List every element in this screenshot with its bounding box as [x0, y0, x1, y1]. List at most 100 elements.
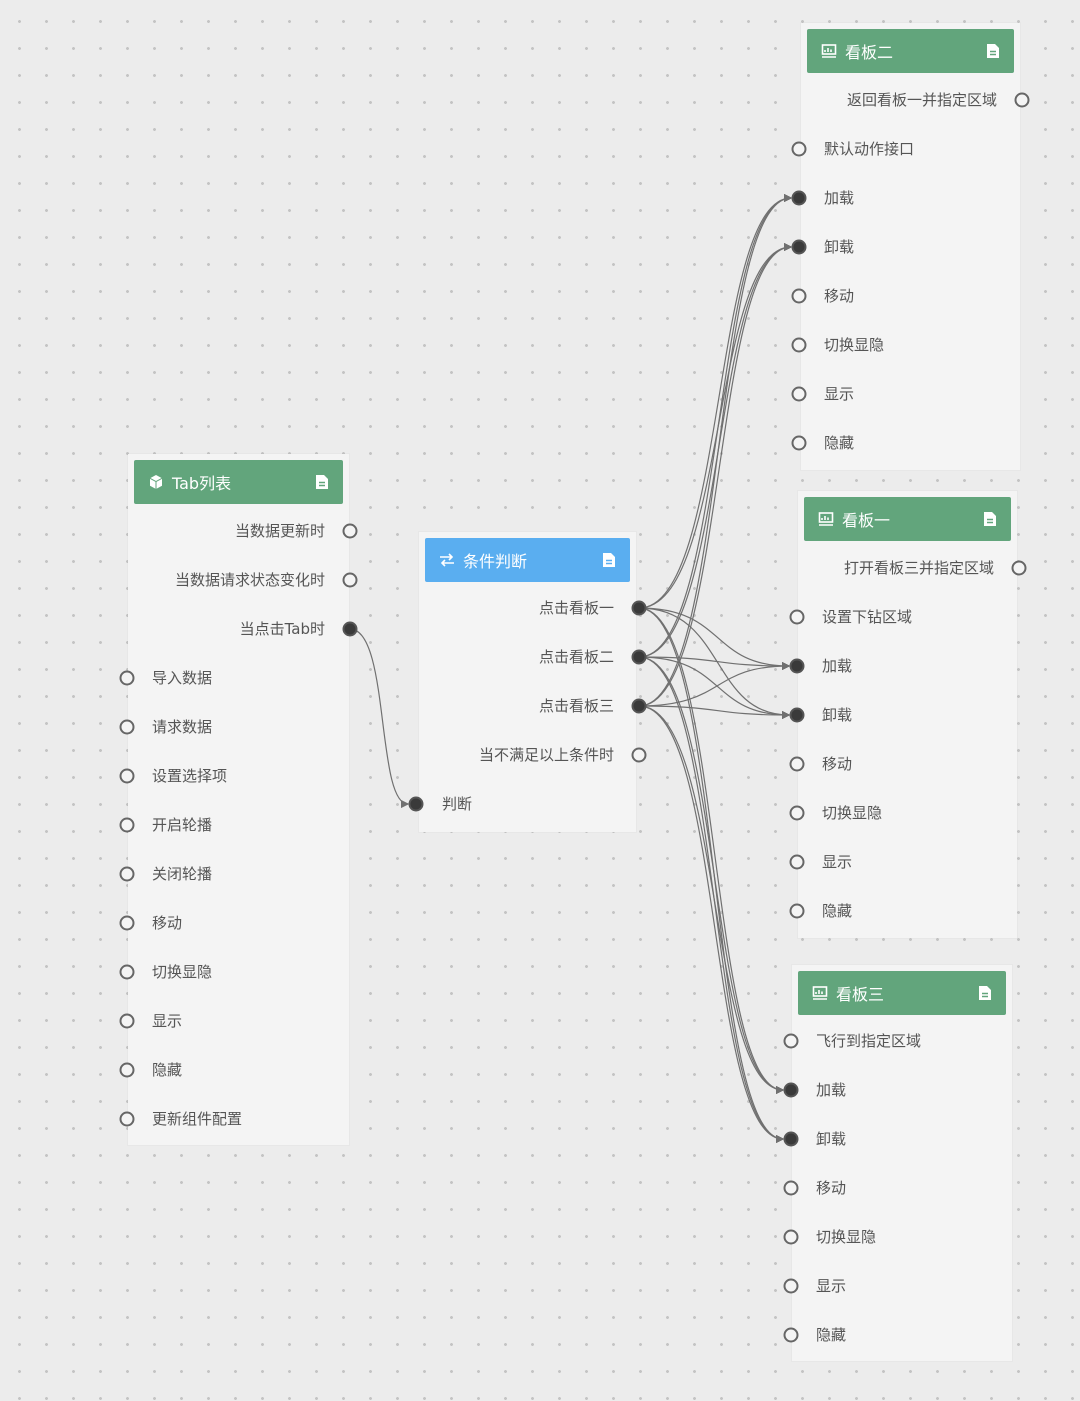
input-port[interactable] [119, 866, 135, 882]
condition-node[interactable]: 条件判断 [419, 532, 636, 832]
input-port[interactable] [783, 1033, 799, 1049]
input-port[interactable] [783, 1278, 799, 1294]
input-port[interactable] [408, 796, 424, 812]
board-two-node-header[interactable]: 看板二 [807, 29, 1014, 73]
output-port-label: 点击看板二 [538, 648, 614, 666]
document-icon[interactable] [983, 511, 997, 527]
input-port-label: 移动 [152, 914, 183, 932]
tab-list-node-header[interactable]: Tab列表 [134, 460, 343, 504]
board-one-node-header[interactable]: 看板一 [804, 497, 1011, 541]
input-port[interactable] [119, 1062, 135, 1078]
input-port-label: 卸载 [822, 706, 853, 724]
input-port-label: 显示 [152, 1012, 183, 1030]
input-port[interactable] [119, 964, 135, 980]
connection-wire[interactable] [638, 607, 791, 720]
output-port[interactable] [1011, 560, 1027, 576]
board-one-node[interactable]: 看板一 [798, 491, 1017, 938]
connection-wire[interactable] [638, 656, 791, 720]
input-port[interactable] [789, 903, 805, 919]
input-port-label: 切换显隐 [816, 1228, 877, 1246]
input-port[interactable] [119, 915, 135, 931]
input-port[interactable] [791, 141, 807, 157]
connection-wire[interactable] [638, 607, 785, 1144]
board-two-node[interactable]: 看板二 [801, 23, 1020, 470]
input-port[interactable] [119, 719, 135, 735]
input-port[interactable] [791, 337, 807, 353]
node-title: 看板三 [836, 985, 885, 1004]
input-port[interactable] [119, 768, 135, 784]
input-port[interactable] [791, 190, 807, 206]
output-port[interactable] [631, 747, 647, 763]
input-port[interactable] [791, 435, 807, 451]
input-port[interactable] [783, 1229, 799, 1245]
output-port[interactable] [342, 523, 358, 539]
document-icon[interactable] [978, 985, 992, 1001]
output-port-label: 当点击Tab时 [239, 620, 325, 638]
input-port[interactable] [789, 707, 805, 723]
tab-list-node[interactable]: Tab列表 [128, 454, 349, 1145]
input-port-label: 切换显隐 [822, 804, 883, 822]
input-port[interactable] [789, 854, 805, 870]
output-port[interactable] [342, 572, 358, 588]
board-three-node-header[interactable]: 看板三 [798, 971, 1006, 1015]
input-port[interactable] [791, 288, 807, 304]
connection-wire[interactable] [638, 656, 785, 1144]
input-port[interactable] [119, 1111, 135, 1127]
connection-wire[interactable] [638, 242, 793, 609]
output-port[interactable] [631, 649, 647, 665]
input-port[interactable] [783, 1327, 799, 1343]
input-port[interactable] [119, 1013, 135, 1029]
node-title: 看板一 [842, 511, 891, 530]
connection-wire[interactable] [638, 705, 785, 1095]
input-port-label: 切换显隐 [152, 963, 213, 981]
document-icon[interactable] [986, 43, 1000, 59]
input-port[interactable] [119, 670, 135, 686]
input-port[interactable] [789, 756, 805, 772]
connection-wire[interactable] [638, 705, 785, 1144]
input-port[interactable] [791, 239, 807, 255]
switch-icon [440, 553, 454, 567]
document-icon[interactable] [315, 474, 329, 490]
input-port-label: 默认动作接口 [824, 140, 915, 158]
connection-wire[interactable] [638, 193, 793, 609]
input-port[interactable] [789, 658, 805, 674]
output-port[interactable] [631, 698, 647, 714]
connection-wire[interactable] [638, 607, 791, 671]
connection-wire[interactable] [349, 628, 410, 809]
input-port-label: 设置下钻区域 [822, 608, 913, 626]
document-icon[interactable] [602, 552, 616, 568]
input-port[interactable] [791, 386, 807, 402]
board-three-node[interactable]: 看板三 [792, 965, 1012, 1361]
connection-wire[interactable] [638, 193, 793, 658]
node-title: 条件判断 [463, 552, 528, 571]
output-port[interactable] [631, 600, 647, 616]
connection-wire[interactable] [638, 193, 793, 707]
condition-node-header[interactable]: 条件判断 [425, 538, 630, 582]
input-port-label: 隐藏 [152, 1061, 183, 1079]
connection-wire[interactable] [638, 242, 793, 658]
connection-wire[interactable] [638, 242, 793, 707]
input-port[interactable] [789, 805, 805, 821]
connection-wire[interactable] [638, 705, 791, 720]
connection-wire[interactable] [638, 656, 785, 1095]
output-port-label: 当不满足以上条件时 [478, 746, 614, 764]
output-port[interactable] [342, 621, 358, 637]
input-port[interactable] [783, 1131, 799, 1147]
connection-wire[interactable] [638, 661, 791, 707]
output-port-label: 点击看板一 [538, 599, 614, 617]
input-port-label: 切换显隐 [824, 336, 885, 354]
input-port[interactable] [783, 1180, 799, 1196]
output-port-label: 当数据更新时 [234, 522, 325, 540]
connection-wire[interactable] [638, 607, 785, 1095]
input-port[interactable] [789, 609, 805, 625]
input-port-label: 设置选择项 [152, 767, 228, 785]
input-port[interactable] [783, 1082, 799, 1098]
input-port-label: 显示 [816, 1277, 847, 1295]
input-port[interactable] [119, 817, 135, 833]
connection-wire[interactable] [638, 656, 791, 671]
output-port[interactable] [1014, 92, 1030, 108]
input-port-label: 请求数据 [152, 718, 213, 736]
output-port-label: 点击看板三 [538, 697, 614, 715]
input-port-label: 移动 [824, 287, 855, 305]
output-port-label: 当数据请求状态变化时 [174, 571, 325, 589]
